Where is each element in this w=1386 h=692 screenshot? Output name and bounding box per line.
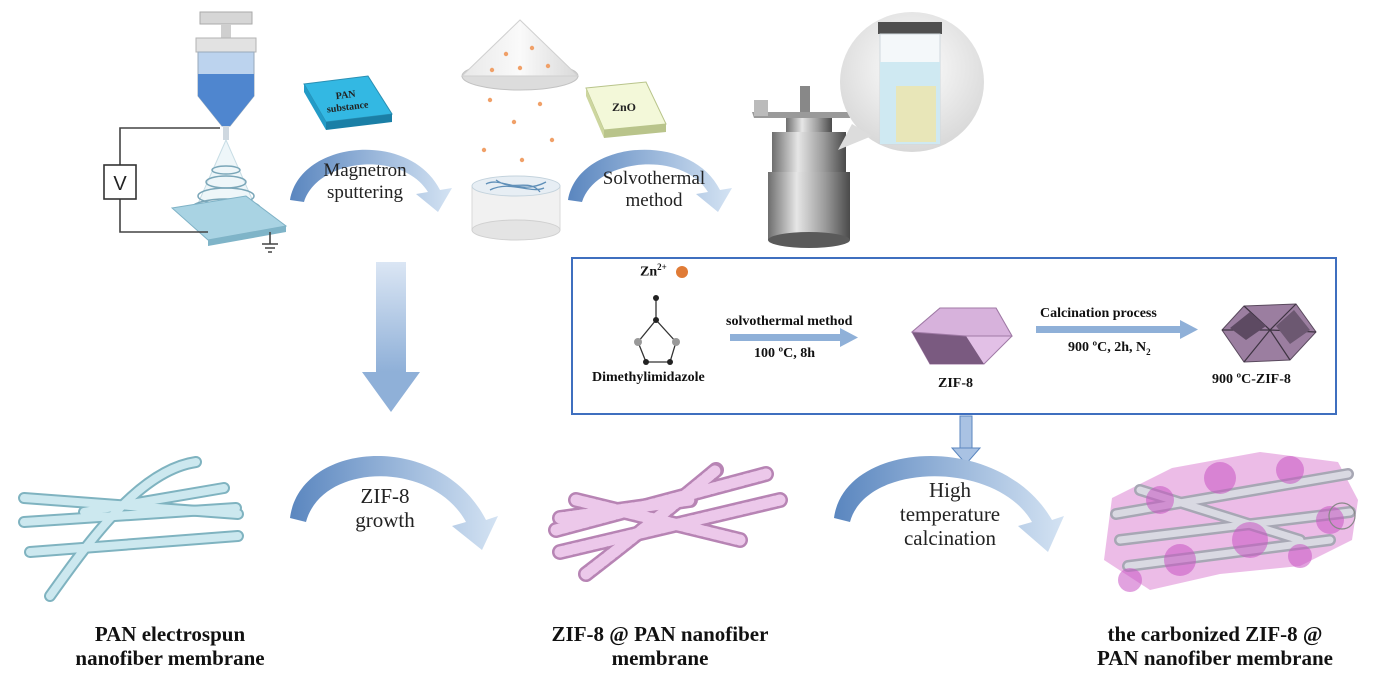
reaction2-conditions: 900 ºC, 2h, N2 (1068, 340, 1151, 357)
electrospinning-apparatus-icon: V (103, 11, 288, 253)
product2-label: 900 ºC-ZIF-8 (1212, 372, 1291, 387)
reaction1-name: solvothermal method (726, 314, 853, 329)
down-arrow-large (362, 262, 420, 412)
reaction2-name: Calcination process (1040, 306, 1157, 321)
magnetron-arrow (290, 149, 452, 212)
caption-pan-membrane: PAN electrospun nanofiber membrane (75, 622, 265, 671)
ligand-name: Dimethylimidazole (592, 370, 705, 385)
calcination-arrow (834, 455, 1064, 552)
magnetron-label: Magnetron sputtering (323, 160, 407, 203)
pan-substrate-tile: PAN substance (303, 75, 393, 130)
imidazole-structure-icon (634, 295, 680, 365)
solvothermal-arrow (568, 149, 732, 212)
caption-zif8-pan-membrane: ZIF-8 @ PAN nanofiber membrane (551, 622, 769, 671)
zif-growth-arrow (290, 455, 498, 550)
voltage-symbol: V (113, 173, 127, 195)
calcination-label: High temperature calcination (899, 478, 1001, 551)
reaction-arrow-1 (730, 328, 858, 347)
zif8-pan-fibers-icon (548, 462, 788, 582)
down-arrow-small (950, 415, 982, 465)
zno-label: ZnO (612, 100, 636, 114)
caption-carbonized-membrane: the carbonized ZIF-8 @ PAN nanofiber mem… (1096, 622, 1334, 671)
vial-bubble-icon (838, 12, 984, 152)
solvothermal-label: Solvothermal method (602, 168, 706, 211)
carbonized-crystal-icon (1221, 303, 1317, 363)
reaction1-conditions: 100 ºC, 8h (754, 346, 816, 361)
reaction-arrow-2 (1036, 320, 1198, 339)
zn-ion-dot (676, 266, 688, 278)
pan-label-line1: PAN (335, 89, 357, 102)
zif-growth-label: ZIF-8 growth (355, 484, 415, 533)
zno-tile: ZnO (585, 81, 667, 138)
zif8-crystal-icon (910, 307, 1013, 365)
autoclave-icon (752, 86, 852, 248)
product1-label: ZIF-8 (938, 376, 973, 391)
carbonized-fibers-icon (1104, 452, 1358, 592)
zn-ion-label: Zn2+ (640, 262, 667, 280)
sputter-cone-icon (460, 19, 580, 241)
pan-fibers-icon (18, 456, 244, 602)
pan-label-line2: substance (326, 99, 369, 115)
